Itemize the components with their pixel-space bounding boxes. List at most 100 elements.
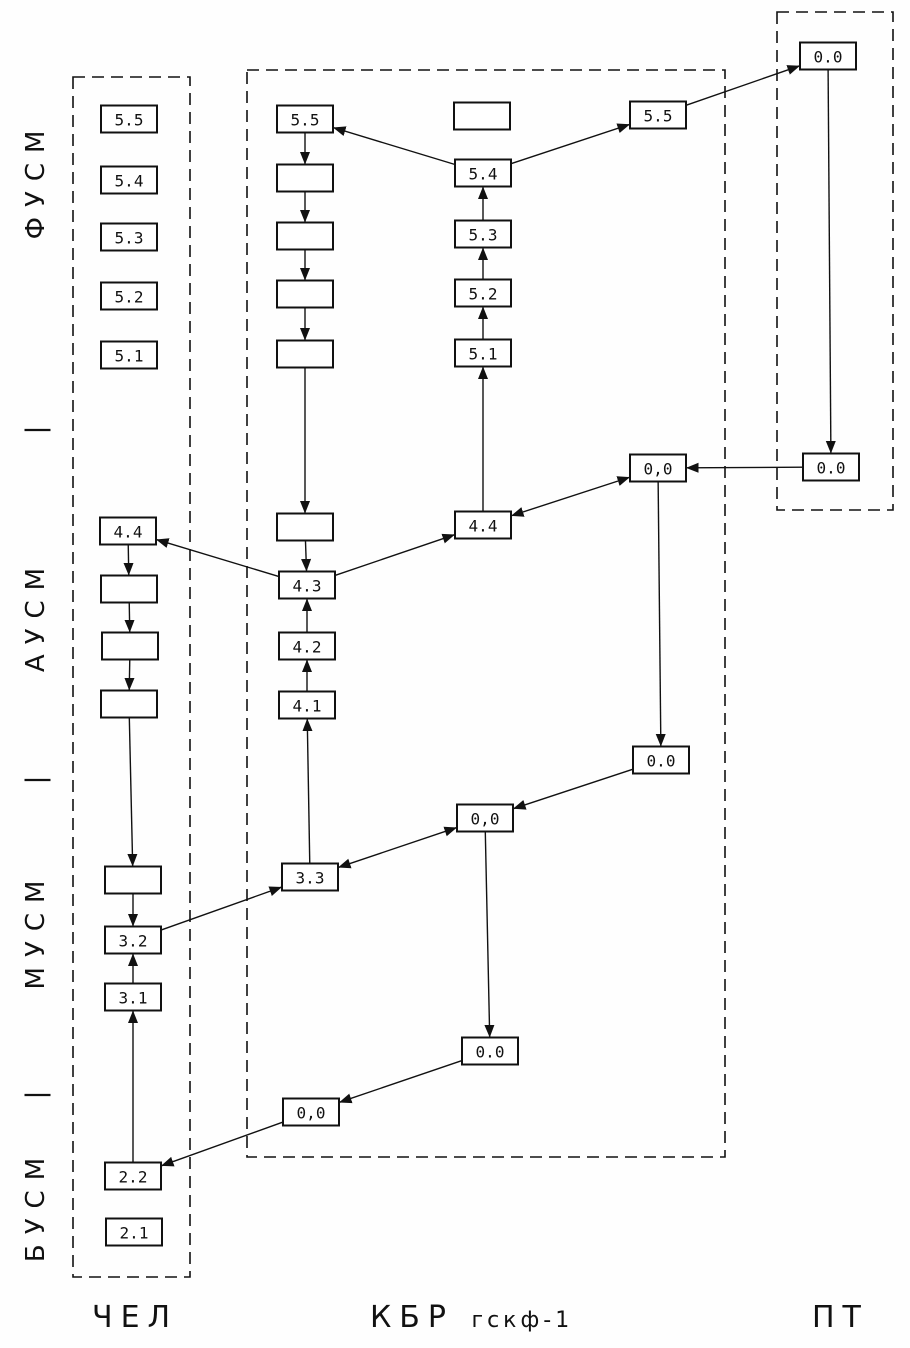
node-box: [281, 862, 339, 892]
node-label: 5.5: [644, 107, 673, 126]
node-box: [104, 925, 162, 955]
node-p00a: 0.0: [799, 41, 857, 71]
node-box: [278, 690, 336, 720]
node-box: [456, 803, 514, 833]
node-c51: 5.1: [100, 340, 158, 370]
node-label: 5.2: [115, 288, 144, 307]
node-r00c: 0,0: [456, 803, 514, 833]
arrow-r00e-c22: [160, 1121, 284, 1167]
node-ke2: [276, 221, 334, 251]
node-box: [104, 865, 162, 895]
group-label-kbr: КБР гскф-1: [370, 1300, 573, 1335]
node-box: [629, 453, 687, 483]
node-label: 4.3: [293, 577, 322, 596]
node-label: 0.0: [817, 459, 846, 478]
node-box: [454, 278, 512, 308]
arrow-ce2-ce3: [124, 659, 135, 691]
level-label-busm: БУСМ: [21, 1147, 51, 1263]
node-c21: 2.1: [105, 1217, 163, 1247]
node-box: [278, 631, 336, 661]
level-label-fusm: ФУСМ: [21, 120, 51, 240]
node-box: [629, 100, 687, 130]
node-box: [461, 1036, 519, 1066]
node-box: [454, 338, 512, 368]
node-m44: 4.4: [454, 510, 512, 540]
node-label: 5.1: [115, 347, 144, 366]
group-label-chel: ЧЕЛ: [92, 1300, 179, 1335]
node-label: 3.3: [296, 869, 325, 888]
node-r00e: 0,0: [282, 1097, 340, 1127]
arrow-k43-m44: [334, 533, 456, 577]
node-c44: 4.4: [99, 516, 157, 546]
node-label: 0,0: [471, 810, 500, 829]
node-label: 5.4: [115, 172, 144, 191]
level-separator: |: [21, 415, 51, 435]
node-label: 3.1: [119, 989, 148, 1008]
node-ce4: [104, 865, 162, 895]
arrow-r00a-r00b: [655, 481, 666, 747]
arrow-r00c-r00d: [484, 831, 495, 1038]
node-c31: 3.1: [104, 982, 162, 1012]
node-label: 5.5: [115, 111, 144, 130]
node-label: 2.2: [119, 1168, 148, 1187]
node-k33: 3.3: [281, 862, 339, 892]
node-p00b: 0.0: [802, 452, 860, 482]
node-box: [454, 510, 512, 540]
node-box: [100, 689, 158, 719]
node-ke5: [276, 512, 334, 542]
node-ce1: [100, 574, 158, 604]
node-c54: 5.4: [100, 165, 158, 195]
node-k41: 4.1: [278, 690, 336, 720]
node-k43: 4.3: [278, 570, 336, 600]
arrow-p00b-r00a: [685, 462, 804, 473]
node-box: [276, 163, 334, 193]
node-c52: 5.2: [100, 281, 158, 311]
node-label: 5.1: [469, 345, 498, 364]
arrow-m54-r55: [510, 123, 631, 165]
arrow-c32-k33: [160, 886, 283, 931]
node-c55: 5.5: [100, 104, 158, 134]
node-label: 0.0: [814, 48, 843, 67]
node-box: [100, 281, 158, 311]
node-box: [100, 574, 158, 604]
node-ke3: [276, 279, 334, 309]
node-label: 0,0: [644, 460, 673, 479]
node-box: [104, 982, 162, 1012]
node-box: [100, 340, 158, 370]
group-pt: [776, 11, 894, 511]
node-label: 4.4: [469, 517, 498, 536]
node-m51: 5.1: [454, 338, 512, 368]
node-r55: 5.5: [629, 100, 687, 130]
node-box: [276, 104, 334, 134]
node-box: [104, 1161, 162, 1191]
arrow-k33-r00c: [337, 826, 458, 869]
level-separator: |: [21, 1080, 51, 1100]
node-label: 5.3: [115, 229, 144, 248]
arrow-r00b-r00c: [512, 768, 634, 810]
arrow-k33-k41: [302, 718, 313, 864]
group-label-kbr-main: КБР: [370, 1300, 454, 1335]
arrow-m54-k55: [332, 126, 456, 166]
arrow-ce1-ce2: [124, 602, 135, 633]
level-label-musm: МУСМ: [21, 870, 51, 990]
node-box: [454, 158, 512, 188]
node-me0: [453, 101, 511, 131]
node-r00b: 0.0: [632, 745, 690, 775]
group-label-kbr-sub: гскф-1: [471, 1308, 574, 1333]
node-c53: 5.3: [100, 222, 158, 252]
node-label: 5.5: [291, 111, 320, 130]
arrow-p00a-p00b: [825, 69, 836, 454]
node-box: [453, 101, 511, 131]
node-box: [276, 512, 334, 542]
node-label: 5.2: [469, 285, 498, 304]
node-label: 0,0: [297, 1104, 326, 1123]
node-label: 5.3: [469, 226, 498, 245]
node-label: 4.4: [114, 523, 143, 542]
node-m54: 5.4: [454, 158, 512, 188]
node-label: 4.1: [293, 697, 322, 716]
node-box: [100, 165, 158, 195]
node-box: [802, 452, 860, 482]
node-label: 4.2: [293, 638, 322, 657]
node-ke4: [276, 339, 334, 369]
